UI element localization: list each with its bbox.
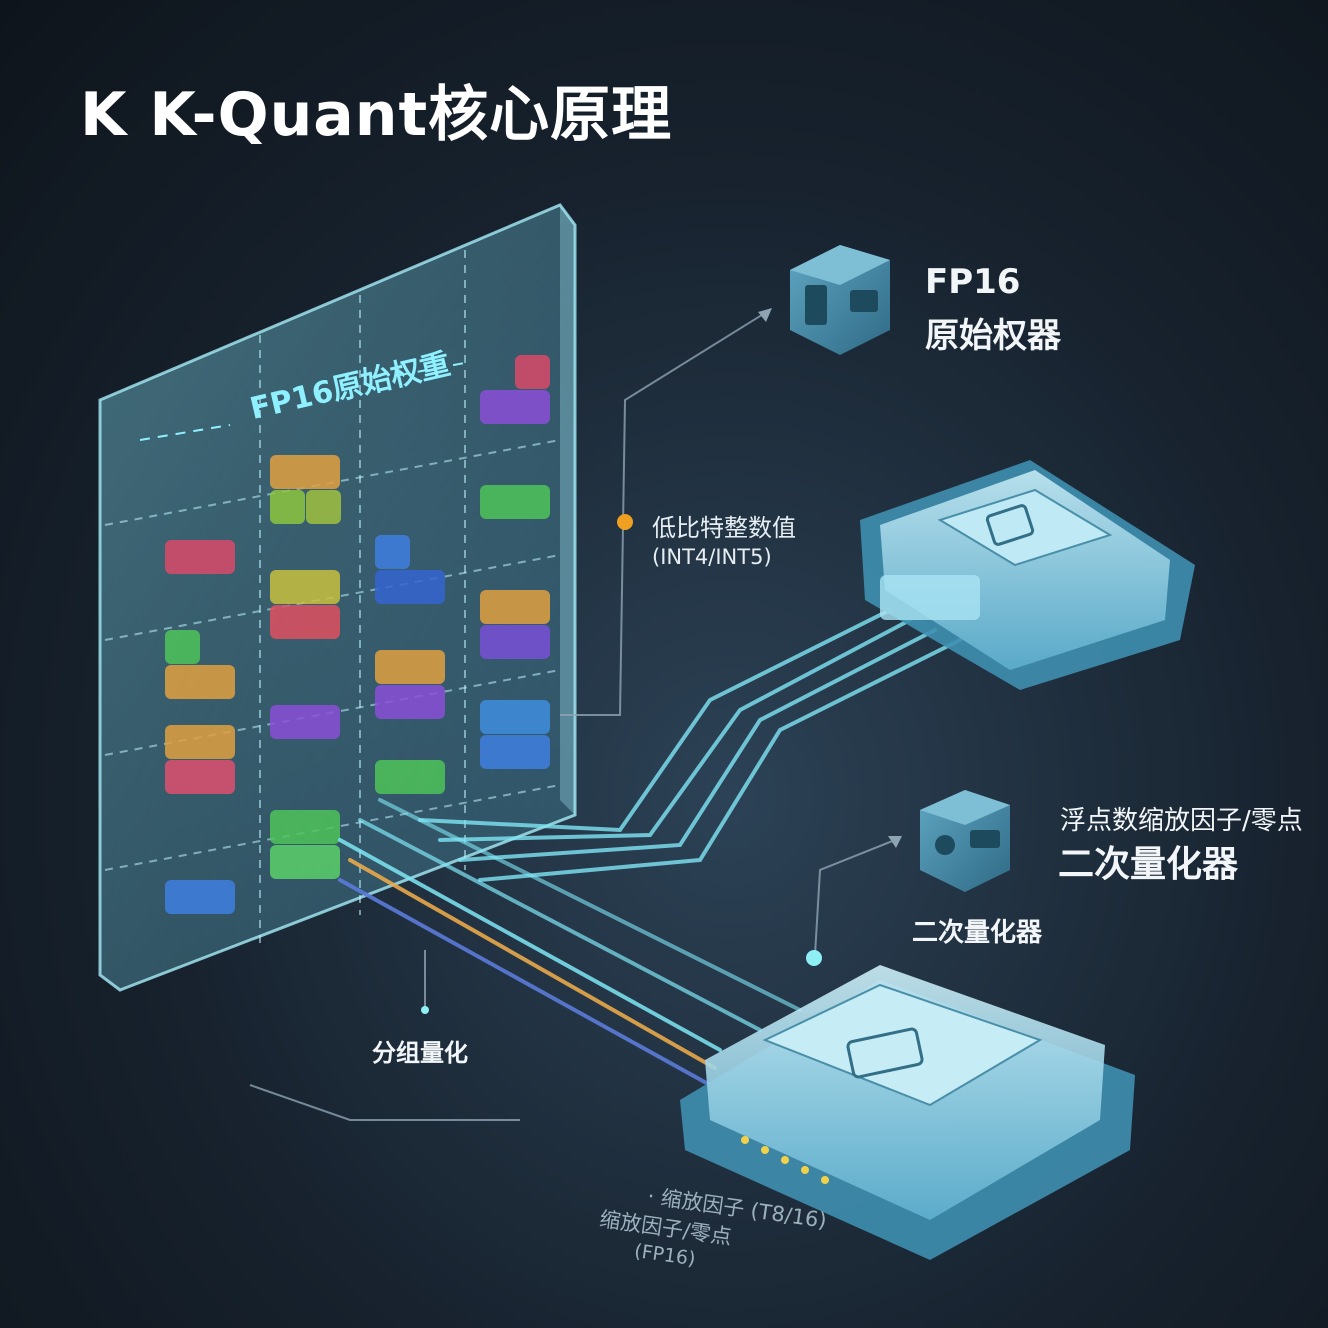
quantizer-label: 二次量化器 xyxy=(912,918,1043,948)
arrow-heads xyxy=(758,308,902,848)
int-sublabel: (INT4/INT5) xyxy=(652,545,772,569)
quantizer-cube-icon xyxy=(920,790,1010,892)
fp16-sublabel: 原始权器 xyxy=(925,316,1061,356)
int-label: 低比特整数值 xyxy=(652,514,796,542)
callout-lines xyxy=(249,312,896,1121)
upper-chip xyxy=(860,460,1195,690)
small-dot xyxy=(421,1006,429,1014)
cyan-dot xyxy=(806,950,822,966)
fp16-label: FP16 xyxy=(925,262,1021,302)
page-title: K K-Quant核心原理 xyxy=(80,80,673,150)
fp16-cube-icon xyxy=(790,245,890,355)
orange-dot xyxy=(617,514,633,530)
connector-bundle xyxy=(338,608,962,1087)
quantizer-heading: 二次量化器 xyxy=(1058,844,1239,885)
lower-chip xyxy=(680,965,1135,1260)
group-quant-label: 分组量化 xyxy=(372,1039,468,1067)
scale-zero-label: 浮点数缩放因子/零点 xyxy=(1060,806,1303,836)
weight-blocks xyxy=(165,355,550,914)
